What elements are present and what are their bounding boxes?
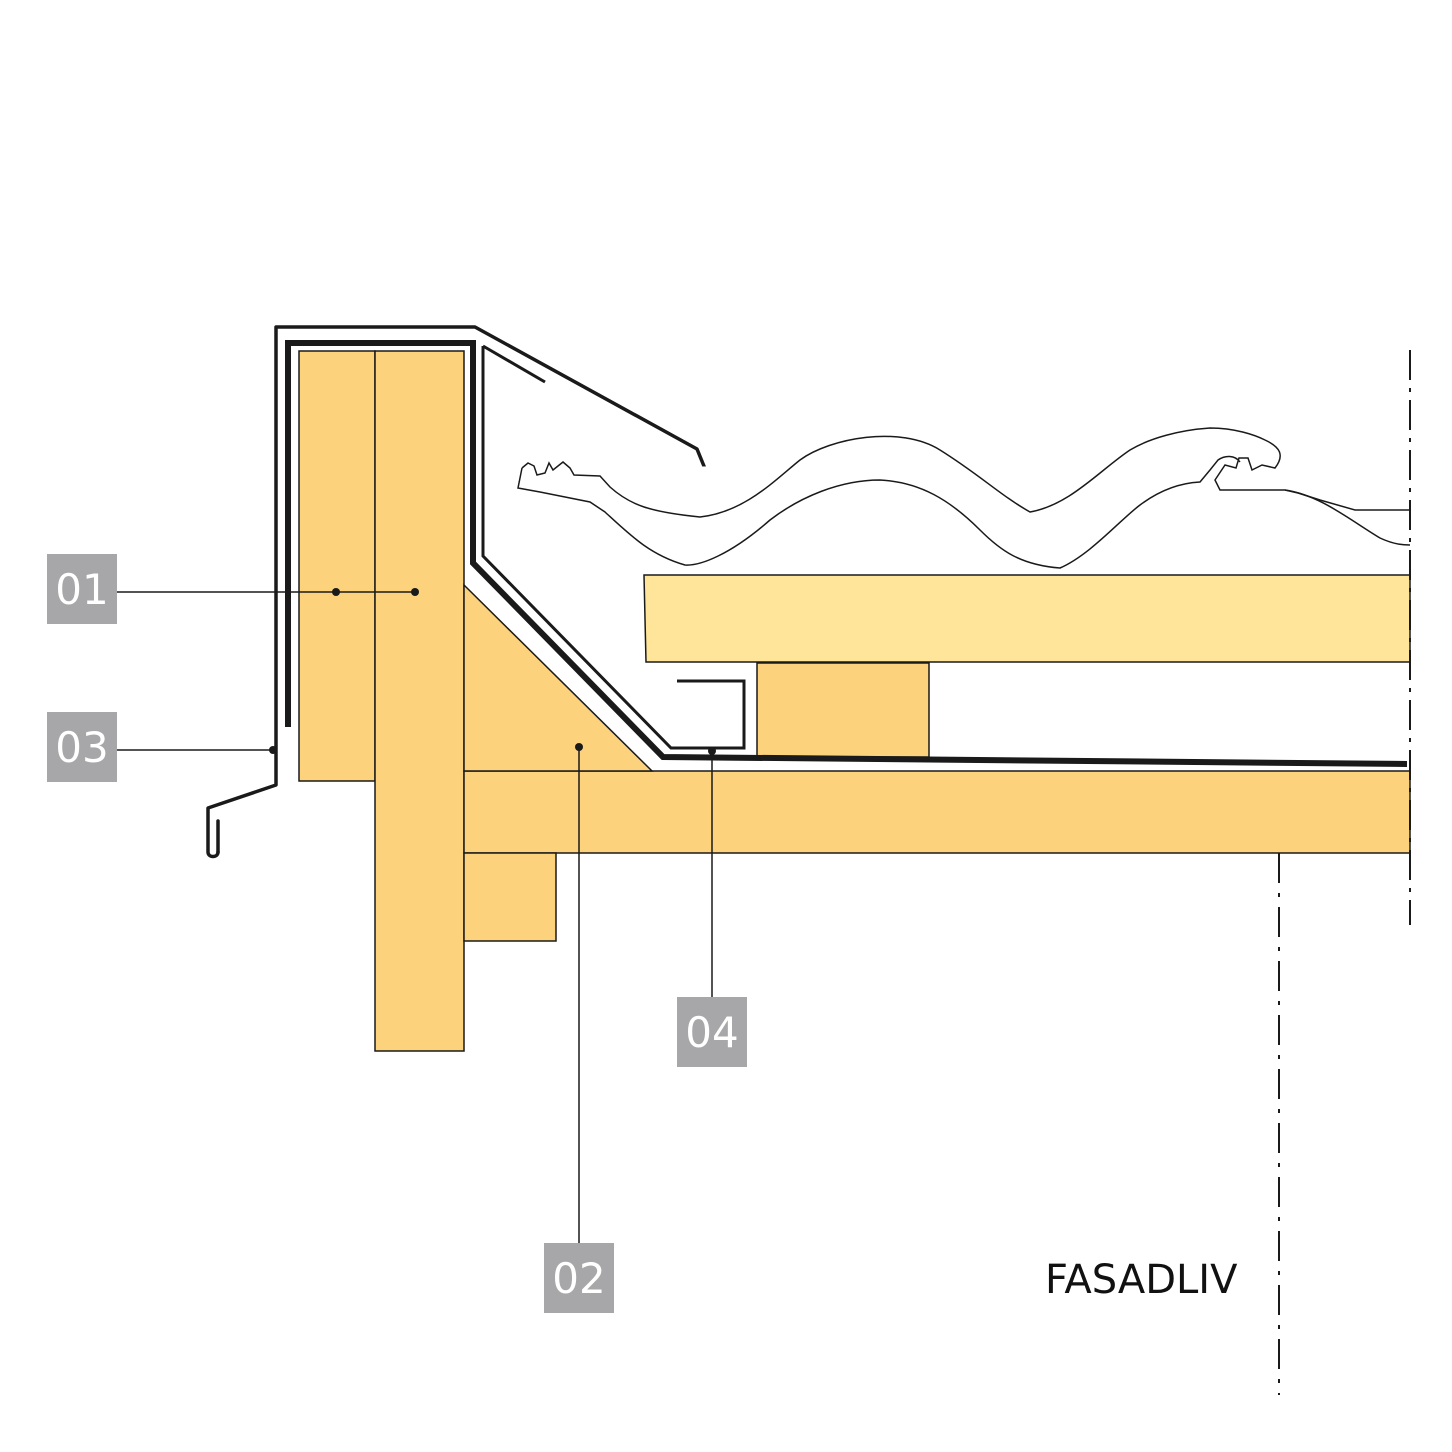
flashing-lip xyxy=(482,344,546,384)
callout-02: 02 xyxy=(544,1243,614,1313)
counter-batten xyxy=(756,662,930,758)
callout-03-label: 03 xyxy=(55,723,108,772)
callout-04: 04 xyxy=(677,997,747,1067)
leader-01-dot-b xyxy=(411,588,419,596)
callout-02-label: 02 xyxy=(552,1254,605,1303)
leader-01-dot-a xyxy=(332,588,340,596)
leader-02-dot xyxy=(575,743,583,751)
inner-flashing-line xyxy=(481,346,746,750)
nailer-block xyxy=(463,852,557,942)
leader-03-dot xyxy=(269,746,277,754)
tiling-batten xyxy=(643,574,1411,663)
callout-01: 01 xyxy=(47,554,117,624)
fascia-board-inner xyxy=(374,350,465,1052)
roof-tile-profile xyxy=(517,427,1410,569)
roof-deck-board xyxy=(463,770,1411,854)
roof-tile-profile-lower xyxy=(1284,489,1411,546)
callout-01-label: 01 xyxy=(55,565,108,614)
roofing-underlay xyxy=(285,340,1408,767)
callout-04-label: 04 xyxy=(685,1008,738,1057)
leader-04-dot xyxy=(708,747,716,755)
fascia-board-outer xyxy=(298,350,376,782)
facade-label: FASADLIV xyxy=(1045,1257,1238,1303)
cant-strip xyxy=(463,583,654,772)
callout-03: 03 xyxy=(47,712,117,782)
